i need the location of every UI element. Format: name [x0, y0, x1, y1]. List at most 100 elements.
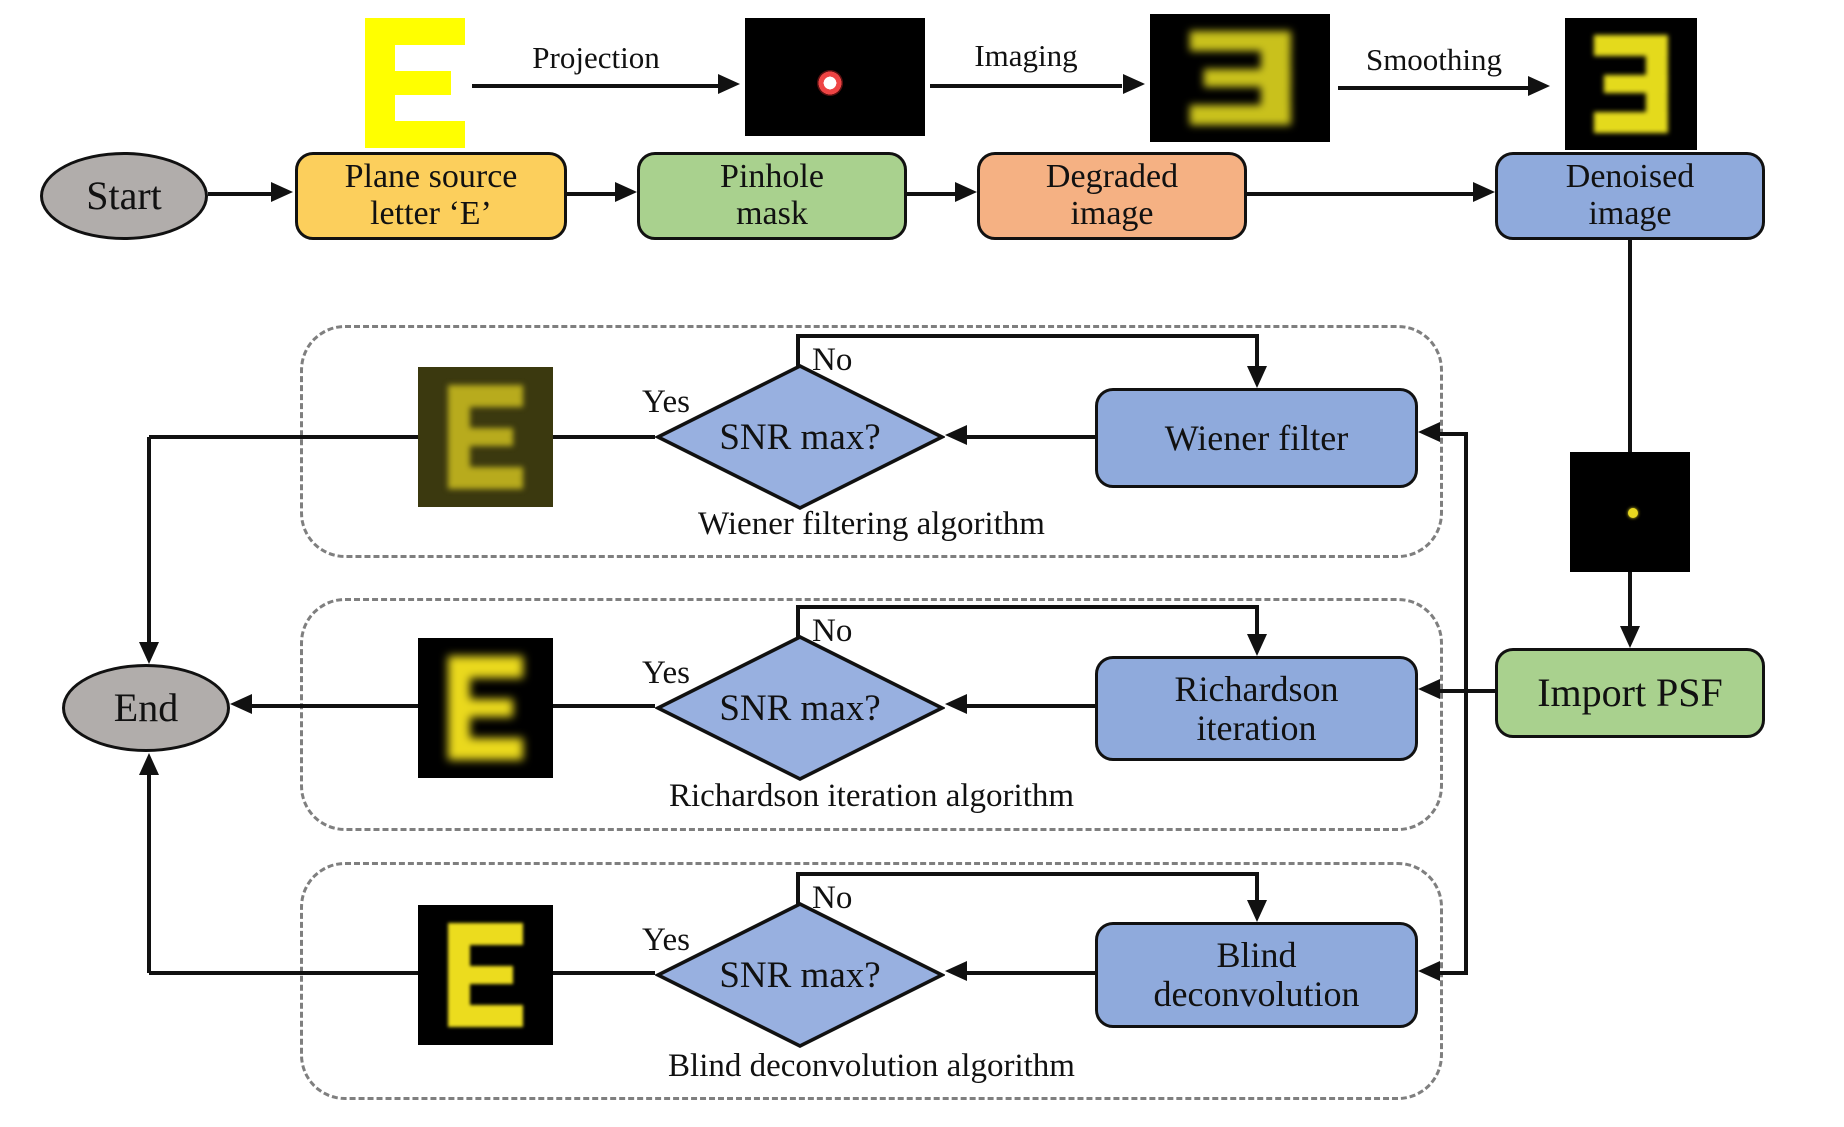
- arrowhead-icon: [139, 642, 159, 664]
- arrowhead-icon: [1620, 626, 1640, 648]
- connector-line: [907, 192, 955, 196]
- blind-no-riser-line: [796, 874, 800, 904]
- connector-line: [567, 192, 615, 196]
- wiener-no-label: No: [812, 342, 853, 378]
- psf-to-import-line: [1628, 572, 1632, 626]
- arrowhead-icon: [1418, 679, 1440, 699]
- psf-dot-icon: [1628, 508, 1638, 518]
- smoothing-arrow-line: [1338, 86, 1528, 90]
- richardson-decision-label: SNR max?: [719, 687, 881, 729]
- denoised-image-node: Denoised image: [1495, 152, 1765, 240]
- end-label: End: [113, 685, 179, 731]
- start-node: Start: [40, 152, 208, 240]
- degraded-image-node: Degraded image: [977, 152, 1247, 240]
- arrowhead-icon: [1247, 366, 1267, 388]
- blind-line2: deconvolution: [1153, 974, 1360, 1014]
- import-psf-node: Import PSF: [1495, 648, 1765, 738]
- wiener-filter-node: Wiener filter: [1095, 388, 1418, 488]
- projection-arrow-line: [472, 84, 718, 88]
- pinhole-mask-node: Pinhole mask: [637, 152, 907, 240]
- imaging-arrowhead-icon: [1123, 74, 1145, 94]
- connector-line: [208, 192, 272, 196]
- blind-E-glyph: [447, 923, 524, 1027]
- wiener-filter-line1: Wiener filter: [1164, 417, 1349, 458]
- psf-branch-line: [1464, 432, 1468, 975]
- arrowhead-icon: [230, 694, 252, 714]
- wiener-decision-label: SNR max?: [719, 416, 881, 458]
- psf-feed-wiener-line: [1440, 432, 1466, 436]
- arrowhead-icon: [945, 694, 967, 714]
- richardson-result-image: [418, 638, 553, 778]
- pinhole-image: [745, 18, 925, 136]
- arrowhead-icon: [945, 425, 967, 445]
- richardson-no-top-line: [796, 605, 1259, 609]
- pinhole-mask-line2: mask: [736, 195, 808, 232]
- wiener-block-caption: Wiener filtering algorithm: [698, 506, 1045, 542]
- denoised-image-thumb: [1565, 18, 1697, 150]
- psf-image: [1570, 452, 1690, 572]
- imaging-label: Imaging: [974, 38, 1078, 73]
- pinhole-mask-line1: Pinhole: [720, 158, 824, 196]
- blind-result-image: [418, 905, 553, 1045]
- plane-source-line2: letter ‘E’: [370, 195, 492, 232]
- arrowhead-icon: [1247, 634, 1267, 656]
- arrowhead-icon: [1418, 961, 1440, 981]
- denoised-to-psf-line: [1628, 240, 1632, 452]
- richardson-no-label: No: [812, 613, 853, 649]
- end-node: End: [62, 664, 230, 752]
- source-letter-image: [365, 18, 465, 148]
- richardson-E-glyph: [447, 656, 524, 760]
- arrowhead-icon: [1247, 900, 1267, 922]
- degraded-line2: image: [1070, 195, 1154, 232]
- richardson-iteration-node: Richardson iteration: [1095, 656, 1418, 761]
- blind-yes-line: [149, 971, 655, 975]
- blind-to-end-line: [147, 775, 151, 973]
- plane-source-line1: Plane source: [344, 158, 518, 196]
- arrowhead-icon: [615, 182, 637, 202]
- richardson-no-down-line: [1255, 605, 1259, 636]
- wiener-no-down-line: [1255, 334, 1259, 368]
- degraded-line1: Degraded: [1045, 158, 1179, 196]
- blind-box-to-diamond-line: [967, 971, 1095, 975]
- wiener-yes-line: [149, 435, 655, 439]
- smoothing-label: Smoothing: [1365, 42, 1503, 77]
- blind-decision-diamond: SNR max?: [654, 901, 946, 1049]
- smoothing-arrowhead-icon: [1528, 76, 1550, 96]
- projection-label: Projection: [532, 40, 660, 75]
- arrowhead-icon: [271, 182, 293, 202]
- wiener-no-riser-line: [796, 336, 800, 366]
- wiener-E-glyph: [447, 385, 524, 489]
- richardson-line1: Richardson: [1174, 668, 1339, 709]
- richardson-line2: iteration: [1196, 707, 1317, 748]
- richardson-decision-diamond: SNR max?: [654, 634, 946, 782]
- blind-deconvolution-node: Blind deconvolution: [1095, 922, 1418, 1028]
- blind-block-frame: [300, 862, 1443, 1100]
- blind-yes-label: Yes: [641, 922, 690, 958]
- arrowhead-icon: [1418, 422, 1440, 442]
- plane-source-node: Plane source letter ‘E’: [295, 152, 567, 240]
- arrowhead-icon: [139, 753, 159, 775]
- denoised-line1: Denoised: [1565, 158, 1695, 196]
- smoothed-mirrored-E-glyph: [1594, 35, 1668, 133]
- blind-line1: Blind: [1216, 935, 1297, 976]
- import-psf-label: Import PSF: [1537, 670, 1723, 716]
- richardson-yes-label: Yes: [641, 655, 690, 691]
- imaging-arrow-line: [930, 84, 1122, 88]
- wiener-no-top-line: [796, 334, 1259, 338]
- wiener-result-image: [418, 367, 553, 507]
- wiener-block-frame: [300, 325, 1443, 558]
- start-label: Start: [86, 173, 162, 219]
- blind-no-label: No: [812, 880, 853, 916]
- psf-feed-blind-line: [1440, 971, 1466, 975]
- noisy-mirrored-E-glyph: [1189, 30, 1291, 126]
- pinhole-dot-icon: [817, 69, 843, 96]
- arrowhead-icon: [955, 182, 977, 202]
- projection-arrowhead-icon: [718, 74, 740, 94]
- arrowhead-icon: [1473, 182, 1495, 202]
- richardson-box-to-diamond-line: [967, 704, 1095, 708]
- wiener-yes-label: Yes: [641, 384, 690, 420]
- blind-block-caption: Blind deconvolution algorithm: [668, 1048, 1075, 1084]
- richardson-block-caption: Richardson iteration algorithm: [668, 778, 1075, 814]
- connector-line: [1247, 192, 1473, 196]
